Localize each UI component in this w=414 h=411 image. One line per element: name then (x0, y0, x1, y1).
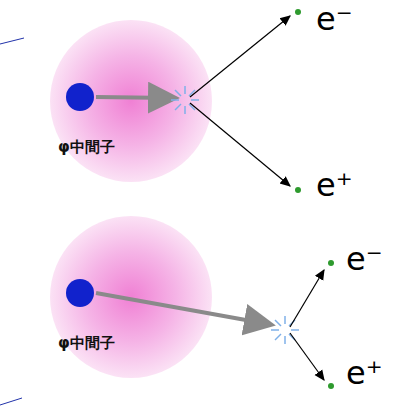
particle-name: φ中間子 (58, 334, 115, 353)
edge-lines (0, 38, 24, 405)
meson-cloud: φ中間子 (50, 216, 212, 378)
particle-name: φ中間子 (58, 138, 115, 157)
cloud-shape (50, 216, 212, 378)
lepton-label: e⁻ (346, 242, 383, 277)
lepton-tracks (190, 16, 324, 380)
lepton-label: e⁺ (346, 356, 383, 391)
lepton-label: e⁻ (316, 2, 353, 37)
lepton-label: e⁺ (316, 168, 353, 203)
meson-momentum-arrows (96, 97, 268, 324)
decay-burst (171, 86, 299, 344)
meson-cloud: φ中間子 (50, 20, 212, 182)
cloud-shape (50, 20, 212, 182)
